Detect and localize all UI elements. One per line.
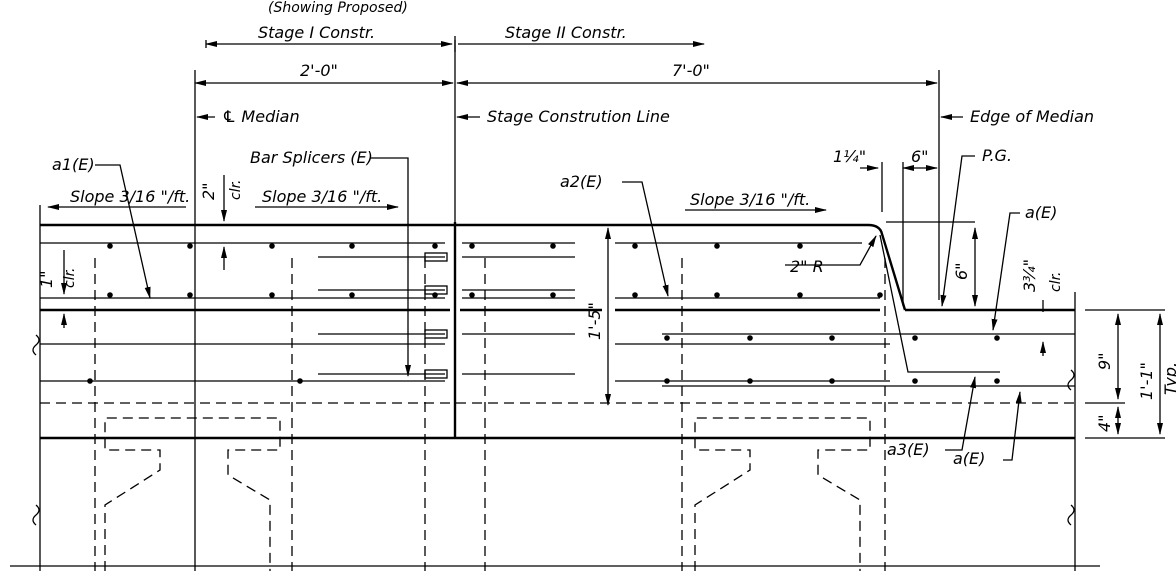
bar-a3-label: a3(E) — [887, 440, 930, 459]
bar-a1-label: a1(E) — [52, 155, 95, 174]
slope-label-right: Slope 3/16 "/ft. — [690, 190, 810, 209]
slope-label-left: Slope 3/16 "/ft. — [70, 187, 190, 206]
break-lines — [10, 334, 1100, 567]
small-dimension-marks — [61, 162, 1165, 439]
edge-of-median-label: Edge of Median — [970, 107, 1094, 126]
stage-2-label: Stage II Constr. — [505, 23, 627, 42]
slope-arrows — [47, 204, 827, 213]
dim-1-1-4: 1¼" — [833, 147, 866, 166]
hidden-lines — [40, 258, 1075, 571]
bar-section-dots — [87, 243, 1000, 384]
centerline-median-label: ℄ Median — [222, 107, 300, 126]
radius-label: 2" R — [790, 257, 824, 276]
dim-2-clr-suffix: clr. — [228, 179, 244, 200]
bar-a-right-label: a(E) — [1025, 203, 1057, 222]
dim-3-3-4-clr: clr. — [1048, 271, 1064, 292]
dim-9: 9" — [1095, 352, 1114, 370]
dim-typ: Typ. — [1161, 362, 1176, 395]
showing-proposed-title: (Showing Proposed) — [268, 0, 408, 16]
dim-2-0: 2'-0" — [300, 61, 338, 80]
dim-6-vertical: 6" — [952, 262, 971, 280]
leader-lines — [95, 155, 1022, 461]
dim-1-1: 1'-1" — [1137, 362, 1156, 400]
bar-a-bottom-label: a(E) — [953, 449, 985, 468]
dim-2-clr: 2" — [199, 182, 218, 200]
bar-a2-label: a2(E) — [560, 172, 603, 191]
dim-7-0: 7'-0" — [672, 61, 710, 80]
dim-1-clr: 1" — [37, 270, 56, 288]
dim-1-5: 1'-5" — [585, 302, 604, 340]
stage-construction-line-label: Stage Constrution Line — [487, 107, 670, 126]
overall-dimension-lines — [194, 40, 940, 571]
dim-3-3-4: 3¾" — [1020, 259, 1039, 292]
stage-1-label: Stage I Constr. — [258, 23, 375, 42]
dim-1-clr-suffix: clr. — [62, 267, 78, 288]
pg-label: P.G. — [982, 146, 1012, 165]
dim-4: 4" — [1095, 414, 1114, 432]
dim-6-top: 6" — [911, 147, 929, 166]
slope-label-middle: Slope 3/16 "/ft. — [262, 187, 382, 206]
deck-slab-outline — [39, 205, 1076, 571]
bar-splicers-label: Bar Splicers (E) — [250, 148, 373, 167]
bar-splicers — [424, 252, 448, 379]
